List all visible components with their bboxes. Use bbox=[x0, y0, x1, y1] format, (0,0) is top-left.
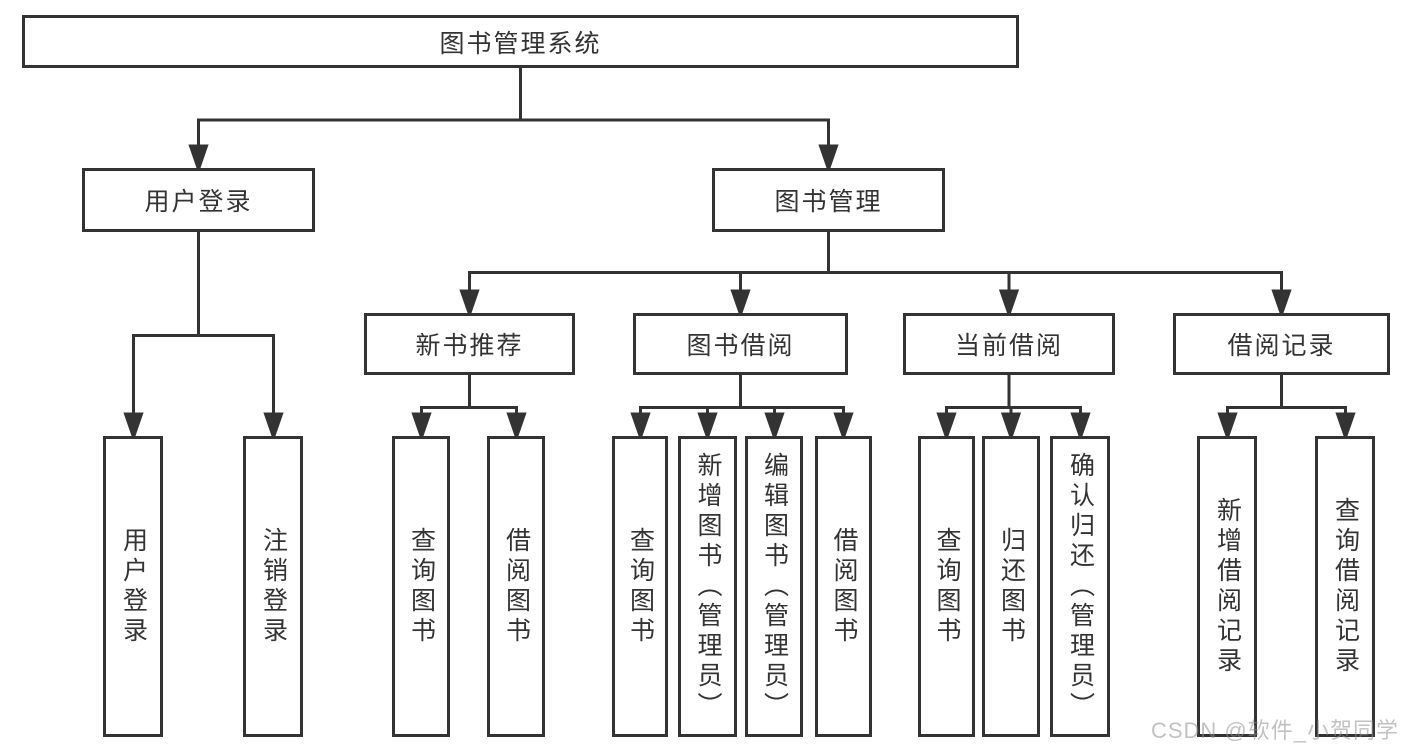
leaf-add-book-admin: 新增图书（管理员） bbox=[678, 436, 737, 737]
node-book-management: 图书管理 bbox=[712, 168, 945, 232]
connector-book-management-children bbox=[459, 230, 1292, 319]
node-label: 当前借阅 bbox=[954, 332, 1063, 360]
leaf-return-books: 归还图书 bbox=[982, 436, 1040, 737]
connector-current-borrowing-children bbox=[936, 373, 1091, 442]
leaf-query-books-3: 查询图书 bbox=[918, 436, 975, 737]
connector-user-login-children bbox=[123, 230, 284, 442]
node-label: 图书管理 bbox=[774, 188, 883, 216]
node-label: 借阅图书 bbox=[830, 526, 858, 647]
node-user-login: 用户登录 bbox=[82, 168, 315, 232]
node-label: 查询图书 bbox=[626, 526, 655, 647]
leaf-confirm-return-admin: 确认归还（管理员） bbox=[1050, 436, 1110, 737]
leaf-borrow-books-2: 借阅图书 bbox=[815, 436, 872, 737]
connector-new-book-children bbox=[411, 373, 527, 442]
node-label: 图书借阅 bbox=[686, 332, 795, 360]
node-label: 归还图书 bbox=[997, 526, 1026, 647]
leaf-edit-book-admin: 编辑图书（管理员） bbox=[745, 436, 803, 737]
node-label: 借阅图书 bbox=[502, 526, 531, 647]
node-borrowing-records: 借阅记录 bbox=[1173, 313, 1390, 375]
node-label: 新书推荐 bbox=[415, 332, 524, 360]
connector-root-to-level2 bbox=[188, 66, 839, 174]
leaf-borrow-books-1: 借阅图书 bbox=[487, 436, 545, 737]
connector-borrowing-records-children bbox=[1217, 373, 1356, 442]
node-label: 新增图书（管理员） bbox=[694, 451, 722, 722]
leaf-user-login: 用户登录 bbox=[103, 436, 163, 737]
node-label: 用户登录 bbox=[119, 526, 148, 647]
leaf-query-borrow-record: 查询借阅记录 bbox=[1315, 436, 1375, 737]
node-label: 用户登录 bbox=[144, 188, 253, 216]
node-current-borrowing: 当前借阅 bbox=[903, 313, 1115, 375]
node-label: 图书管理系统 bbox=[439, 29, 602, 58]
leaf-add-borrow-record: 新增借阅记录 bbox=[1197, 436, 1257, 737]
node-label: 编辑图书（管理员） bbox=[760, 451, 789, 722]
node-label: 确认归还（管理员） bbox=[1066, 451, 1095, 722]
node-label: 新增借阅记录 bbox=[1213, 496, 1242, 677]
node-new-book-recommendation: 新书推荐 bbox=[364, 313, 575, 375]
csdn-watermark: CSDN @软件_小贺同学 bbox=[1150, 718, 1399, 743]
node-label: 查询图书 bbox=[407, 526, 436, 647]
connector-book-borrowing-children bbox=[630, 373, 854, 442]
node-book-borrowing: 图书借阅 bbox=[633, 313, 848, 375]
node-label: 查询图书 bbox=[933, 526, 961, 647]
leaf-query-books-2: 查询图书 bbox=[612, 436, 668, 737]
leaf-logout-login: 注销登录 bbox=[243, 436, 303, 737]
node-label: 借阅记录 bbox=[1227, 332, 1336, 360]
leaf-query-books-1: 查询图书 bbox=[392, 436, 450, 737]
node-label: 查询借阅记录 bbox=[1331, 496, 1360, 677]
node-root: 图书管理系统 bbox=[22, 15, 1019, 68]
node-label: 注销登录 bbox=[259, 526, 288, 647]
